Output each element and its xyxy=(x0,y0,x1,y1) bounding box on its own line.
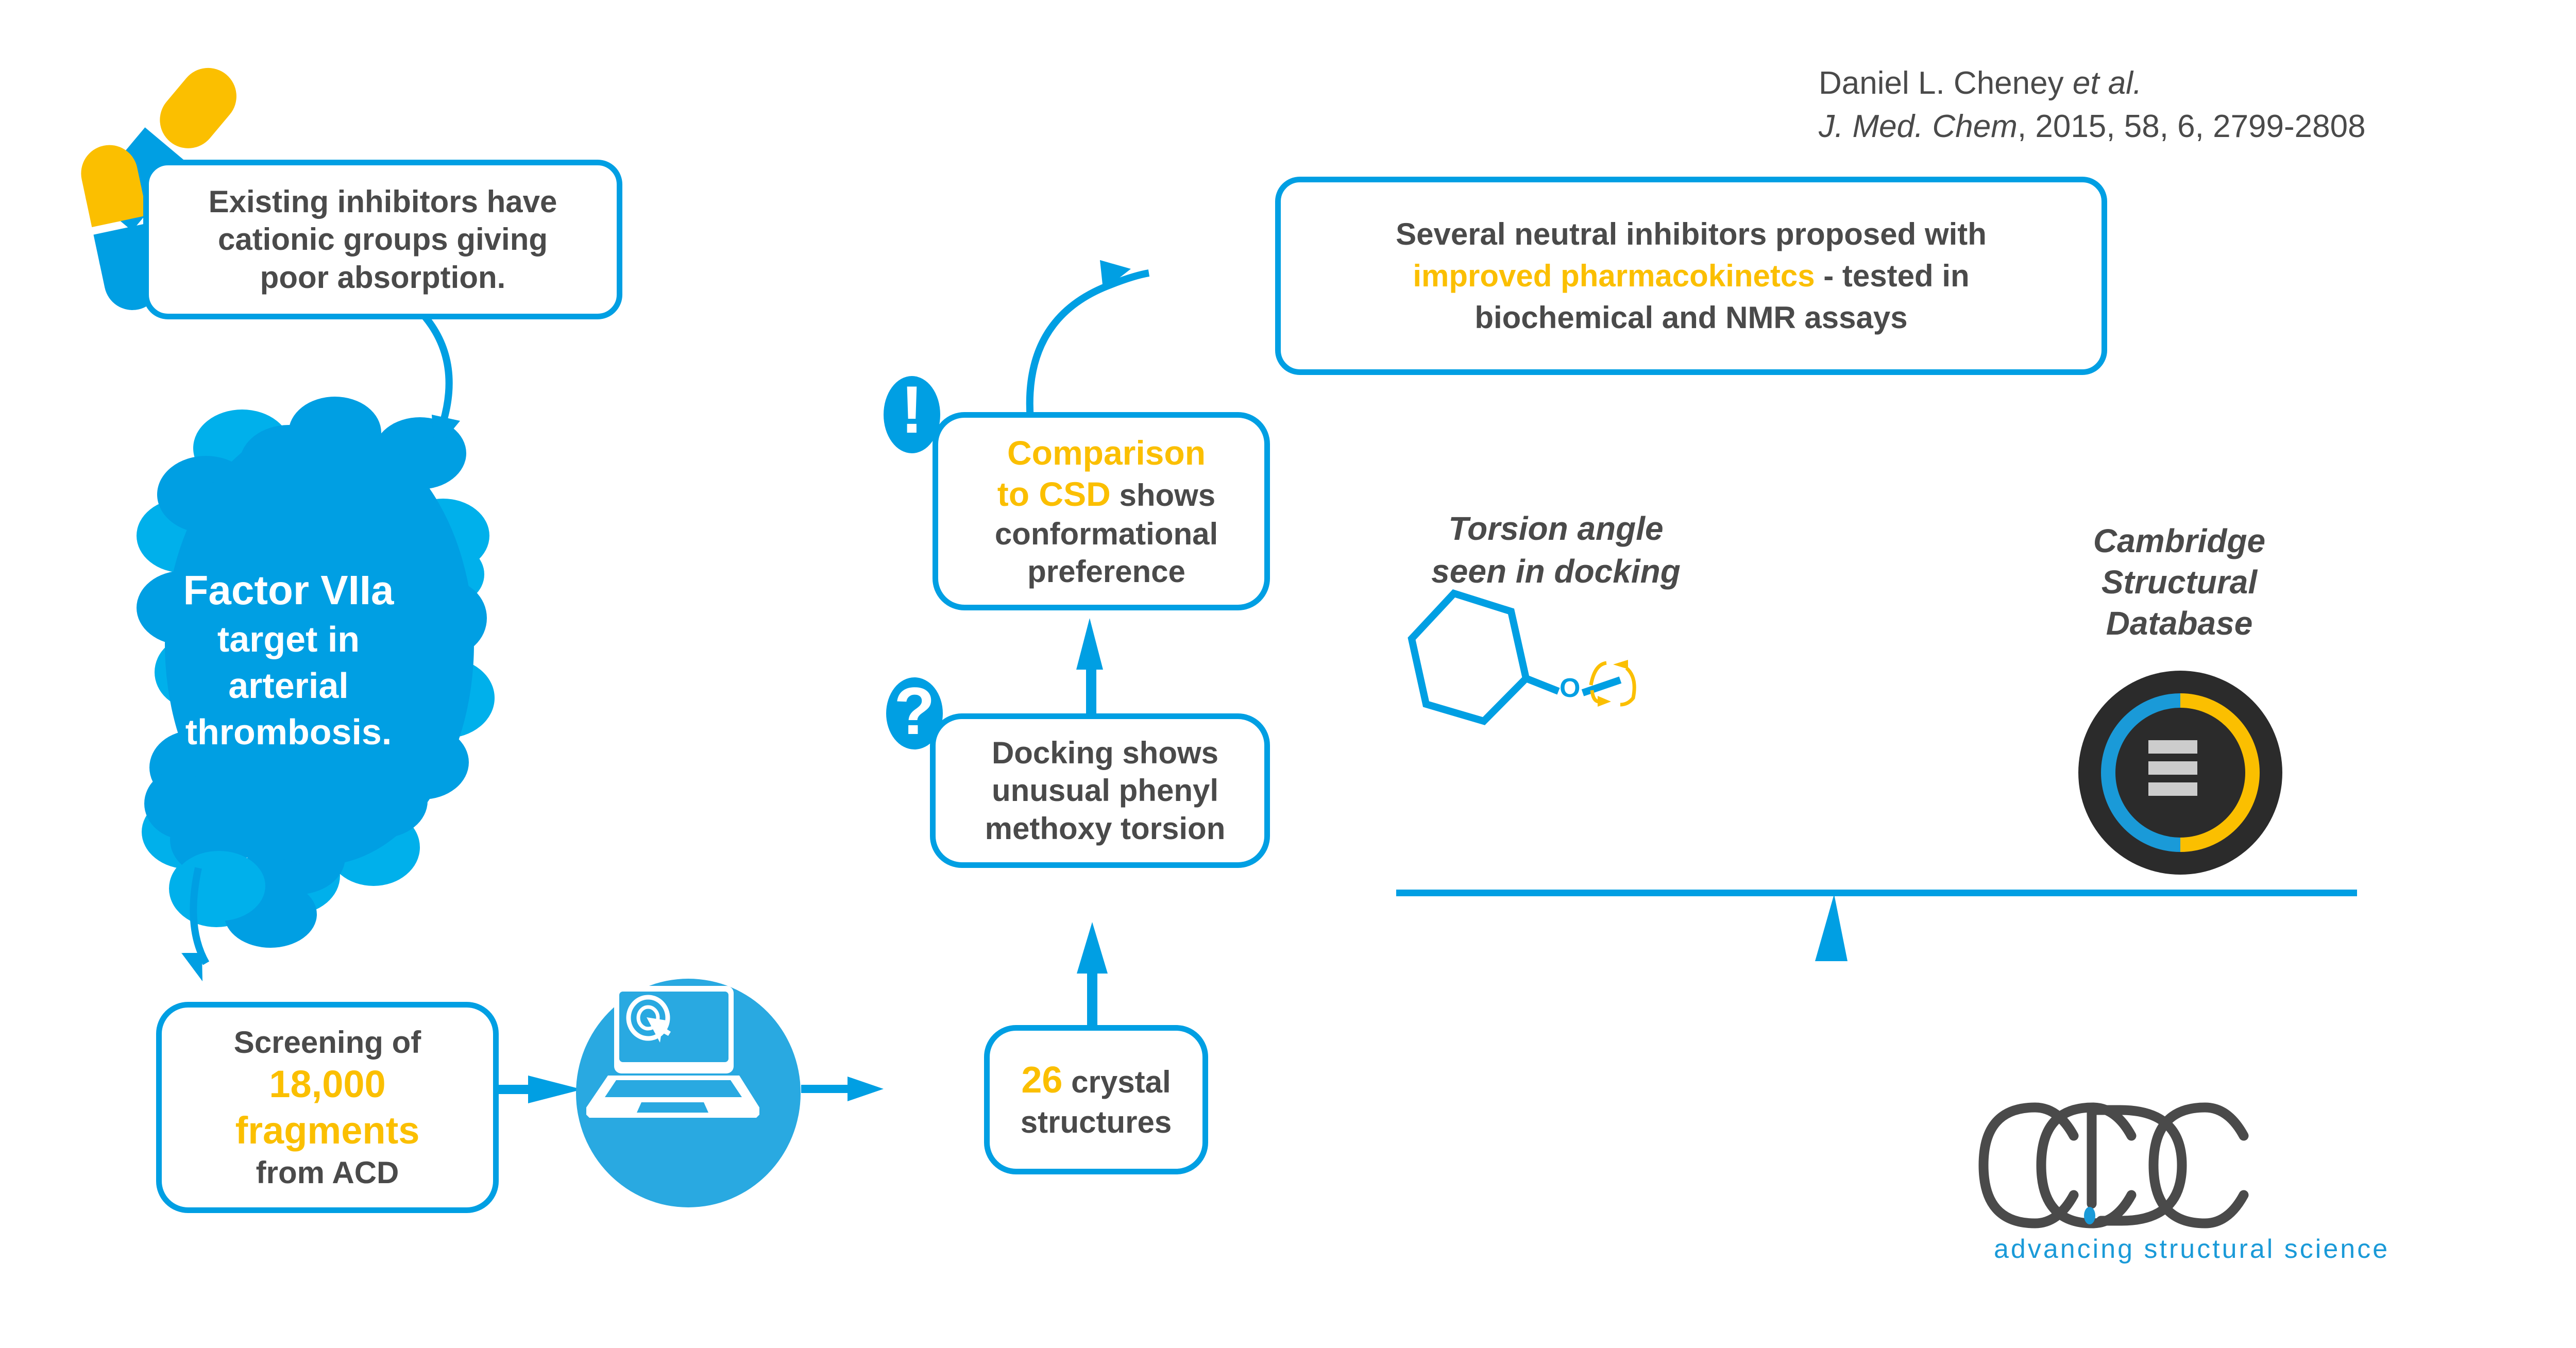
exclamation-badge xyxy=(884,376,940,453)
csd-label: Cambridge Structural Database xyxy=(2050,520,2308,644)
arrow-crystal-to-docking-head xyxy=(1077,922,1108,974)
result-highlight: improved pharmacokinetcs xyxy=(1413,259,1815,293)
comparison-highlight-2: to CSD xyxy=(997,475,1111,514)
ccdc-d-letter xyxy=(2087,1105,2187,1226)
arrow-crystal-to-docking-shaft xyxy=(1087,963,1097,1028)
question-icon: ? xyxy=(894,673,935,748)
arrow-laptop-to-crystal-head xyxy=(848,1077,884,1101)
torsion-label-line: seen in docking xyxy=(1431,553,1681,590)
existing-inhibitors-line: Existing inhibitors have xyxy=(208,184,557,219)
target-cursor-icon xyxy=(626,995,671,1043)
citation-journal-line: J. Med. Chem, 2015, 58, 6, 2799-2808 xyxy=(1819,105,2366,148)
crystal-structures-box: 26 crystal structures xyxy=(984,1025,1208,1174)
docking-line: unusual phenyl xyxy=(991,773,1219,808)
balance-fulcrum xyxy=(1815,894,1848,961)
arrow-comparison-to-result xyxy=(1026,269,1150,420)
oxygen-atom-label: O xyxy=(1560,673,1581,703)
csd-label-line: Cambridge xyxy=(2093,522,2266,559)
torsion-angle-label: Torsion angle seen in docking xyxy=(1391,507,1721,593)
screening-pre: Screening of xyxy=(233,1025,421,1060)
ccdc-tagline: advancing structural science xyxy=(1994,1234,2390,1264)
arrow-docking-to-comparison-shaft xyxy=(1086,664,1096,713)
torsion-molecule-diagram xyxy=(1408,589,1636,725)
docking-box: Docking shows unusual phenyl methoxy tor… xyxy=(930,713,1270,868)
arrow-docking-to-comparison-head xyxy=(1076,618,1103,670)
result-line1: Several neutral inhibitors proposed with xyxy=(1396,217,1987,251)
rotation-arrow-top-icon xyxy=(1589,661,1607,686)
target-title: Factor VIIa xyxy=(183,567,394,613)
balance-beam xyxy=(1396,890,2357,896)
comparison-line4: preference xyxy=(1027,554,1185,589)
arrow-screening-to-laptop-shaft xyxy=(495,1085,531,1094)
rotation-arrow-bottom-icon xyxy=(1590,690,1599,704)
exclamation-icon: ! xyxy=(901,372,923,447)
citation-authors-line: Daniel L. Cheney et al. xyxy=(1819,62,2366,105)
screening-count: 18,000 xyxy=(269,1062,386,1105)
target-line: target in xyxy=(217,619,360,660)
comparison-box: Comparison to CSD shows conformational p… xyxy=(933,412,1270,610)
citation-etal: et al. xyxy=(2072,65,2142,101)
arrow-target-to-screening xyxy=(190,867,210,965)
factor-viia-label: Factor VIIa target in arterial thrombosi… xyxy=(155,564,422,755)
crystal-line1-rest: crystal xyxy=(1062,1065,1171,1100)
cyclohexane-ring xyxy=(1408,589,1530,725)
target-line: thrombosis. xyxy=(185,711,392,752)
result-line3: biochemical and NMR assays xyxy=(1475,300,1908,335)
bond-ring-to-oxygen xyxy=(1524,675,1560,695)
crystal-line1: 26 crystal xyxy=(1021,1058,1172,1103)
screening-unit: fragments xyxy=(235,1109,420,1152)
target-line: arterial xyxy=(228,665,349,706)
crystal-count: 26 xyxy=(1021,1060,1063,1101)
result-line2: improved pharmacokinetcs - tested in xyxy=(1396,255,1987,297)
citation-details: , 2015, 58, 6, 2799-2808 xyxy=(2017,108,2366,144)
screening-box: Screening of 18,000 fragments from ACD xyxy=(156,1002,499,1213)
docking-line: Docking shows xyxy=(991,736,1219,771)
citation-authors: Daniel L. Cheney xyxy=(1819,65,2064,101)
screening-post: from ACD xyxy=(256,1155,399,1190)
csd-label-line: Database xyxy=(2106,605,2253,642)
comparison-line2-rest: shows xyxy=(1110,478,1216,513)
ccdc-logo xyxy=(1978,1102,2249,1228)
csd-label-line: Structural xyxy=(2101,564,2258,601)
existing-inhibitors-line: cationic groups giving xyxy=(217,222,548,257)
crystal-line2: structures xyxy=(1020,1105,1172,1140)
bond-oxygen-to-methyl xyxy=(1581,676,1622,696)
pill-top-yellow-half xyxy=(160,67,236,148)
laptop-docking-icon xyxy=(576,979,801,1207)
torsion-label-line: Torsion angle xyxy=(1448,510,1664,547)
result-line2-rest: - tested in xyxy=(1815,259,1970,293)
citation: Daniel L. Cheney et al. J. Med. Chem, 20… xyxy=(1819,62,2366,148)
arrow-screening-to-laptop-head xyxy=(528,1076,582,1103)
arrow-inhibitors-to-target xyxy=(422,314,453,423)
docking-line: methoxy torsion xyxy=(985,811,1226,846)
ccdc-blue-dot xyxy=(2084,1207,2095,1224)
question-badge xyxy=(886,677,943,749)
arrow-laptop-to-crystal-shaft xyxy=(801,1085,850,1093)
comparison-highlight: Comparison xyxy=(1007,433,1206,472)
result-box: Several neutral inhibitors proposed with… xyxy=(1275,177,2107,375)
factor-viia-cloud xyxy=(137,397,495,948)
comparison-line3: conformational xyxy=(994,516,1218,551)
citation-journal: J. Med. Chem xyxy=(1819,108,2018,144)
existing-inhibitors-line: poor absorption. xyxy=(260,260,506,295)
csd-database-logo xyxy=(2078,671,2282,875)
existing-inhibitors-box: Existing inhibitors have cationic groups… xyxy=(143,160,622,319)
comparison-line2: to CSD shows xyxy=(995,473,1218,515)
